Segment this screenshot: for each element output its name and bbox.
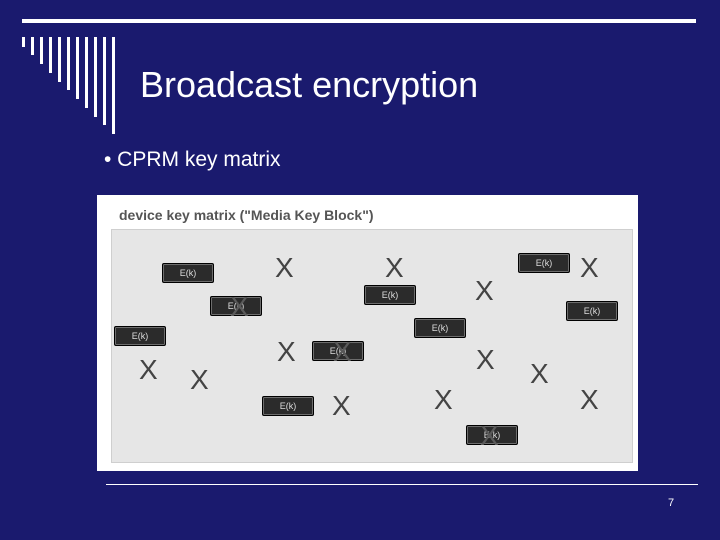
key-box: E(k)	[114, 326, 166, 346]
key-box: E(k)	[262, 396, 314, 416]
x-mark: X	[475, 277, 494, 305]
x-mark: X	[530, 360, 549, 388]
top-rule	[22, 19, 696, 23]
slide-title: Broadcast encryption	[140, 64, 478, 106]
x-mark: X	[332, 392, 351, 420]
x-mark: X	[580, 386, 599, 414]
x-mark: X	[139, 356, 158, 384]
x-mark: X	[580, 254, 599, 282]
decorative-bar	[76, 37, 79, 99]
x-mark: X	[476, 346, 495, 374]
key-box: E(k)	[518, 253, 570, 273]
x-mark: X	[480, 422, 499, 450]
key-matrix-figure: device key matrix ("Media Key Block") E(…	[97, 195, 638, 471]
key-box: E(k)	[566, 301, 618, 321]
decorative-bar	[58, 37, 61, 82]
x-mark: X	[333, 338, 352, 366]
decorative-bar	[85, 37, 88, 108]
decorative-bar	[67, 37, 70, 90]
decorative-bar	[112, 37, 115, 134]
key-box: E(k)	[414, 318, 466, 338]
x-mark: X	[434, 386, 453, 414]
key-box: E(k)	[162, 263, 214, 283]
decorative-bar	[31, 37, 34, 55]
key-box: E(k)	[364, 285, 416, 305]
decorative-bar	[49, 37, 52, 73]
bullet-text: • CPRM key matrix	[104, 148, 281, 172]
bottom-rule	[106, 484, 698, 485]
x-mark: X	[275, 254, 294, 282]
page-number: 7	[668, 497, 674, 509]
decorative-bar	[22, 37, 25, 47]
x-mark: X	[277, 338, 296, 366]
decorative-bar	[103, 37, 106, 125]
decorative-bar	[94, 37, 97, 117]
x-mark: X	[190, 366, 209, 394]
x-mark: X	[230, 293, 249, 321]
key-matrix: E(k) E(k) E(k) E(k) E(k) E(k) E(k) E(k) …	[111, 229, 633, 463]
decorative-bar	[40, 37, 43, 64]
figure-caption: device key matrix ("Media Key Block")	[119, 207, 374, 223]
x-mark: X	[385, 254, 404, 282]
